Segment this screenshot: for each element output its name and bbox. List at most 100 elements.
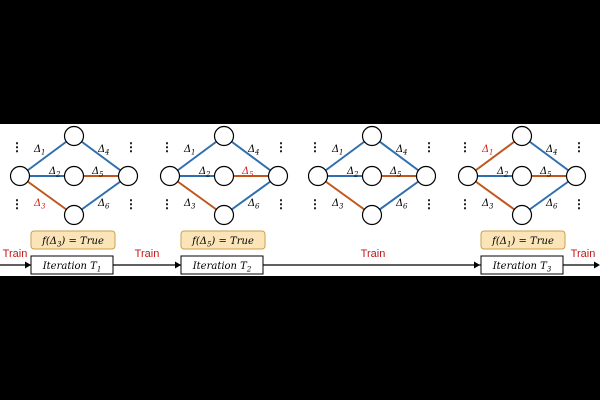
edge-delta-4: [73, 135, 129, 177]
node-right: [267, 165, 289, 187]
ellipsis-icon: ⋮: [11, 197, 23, 211]
condition-box-1: f(Δ3) = True: [30, 230, 116, 250]
ellipsis-icon: ⋮: [459, 197, 471, 211]
edge-label-subscript: 6: [255, 203, 260, 211]
ellipsis-icon: ⋮: [11, 140, 23, 154]
edge-delta-1: [467, 135, 523, 177]
edge-label-delta-6: Δ: [97, 198, 105, 209]
node-left: [9, 165, 31, 187]
edge-label-subscript: 3: [191, 203, 196, 211]
arrowhead-icon: [25, 261, 31, 269]
edge-label-subscript: 5: [99, 171, 104, 179]
edge-delta-4: [521, 135, 577, 177]
node-right: [415, 165, 437, 187]
ellipsis-icon: ⋮: [309, 140, 321, 154]
edge-label-delta-2: Δ: [198, 166, 206, 177]
edge-label-subscript: 3: [41, 203, 46, 211]
edge-label-delta-1: Δ: [331, 144, 339, 155]
edge-label-subscript: 4: [552, 149, 557, 157]
node-top: [63, 125, 85, 147]
train-label: Train: [135, 248, 160, 260]
edge-label-subscript: 2: [353, 171, 359, 179]
ellipsis-icon: ⋮: [161, 140, 173, 154]
edge-delta-3: [467, 175, 523, 216]
condition-box-2: f(Δ5) = True: [180, 230, 266, 250]
node-top: [213, 125, 235, 147]
train-label: Train: [571, 248, 596, 260]
edge-label-delta-6: Δ: [545, 198, 553, 209]
edge-delta-3: [19, 175, 75, 216]
edge-label-delta-6: Δ: [395, 198, 403, 209]
edge-label-delta-3: Δ: [33, 198, 41, 209]
ellipsis-icon: ⋮: [125, 197, 137, 211]
condition-box-3: f(Δ1) = True: [480, 230, 566, 250]
train-label: Train: [361, 248, 386, 260]
edge-label-delta-3: Δ: [481, 198, 489, 209]
edge-label-subscript: 4: [104, 149, 109, 157]
edge-delta-4: [223, 135, 279, 177]
edge-delta-6: [223, 175, 279, 216]
node-left: [457, 165, 479, 187]
ellipsis-icon: ⋮: [423, 140, 435, 154]
ellipsis-icon: ⋮: [161, 197, 173, 211]
node-right: [117, 165, 139, 187]
edge-label-subscript: 4: [402, 149, 407, 157]
edge-delta-4: [371, 135, 427, 177]
edge-label-subscript: 5: [249, 171, 254, 179]
node-bottom: [63, 204, 85, 226]
edge-label-delta-2: Δ: [346, 166, 354, 177]
condition-text: f(Δ5) = True: [191, 236, 254, 249]
ellipsis-icon: ⋮: [423, 197, 435, 211]
iteration-box-3: Iteration T3: [480, 255, 564, 275]
iteration-box-2: Iteration T2: [180, 255, 264, 275]
node-bottom: [511, 204, 533, 226]
node-middle: [63, 165, 85, 187]
condition-box-bg: [180, 230, 266, 250]
edge-label-delta-3: Δ: [183, 198, 191, 209]
edge-label-delta-4: Δ: [545, 144, 553, 155]
edge-label-subscript: 6: [403, 203, 408, 211]
edge-delta-6: [521, 175, 577, 216]
iteration-box-bg: [480, 255, 564, 275]
edge-delta-3: [317, 175, 373, 216]
condition-text: f(Δ1) = True: [491, 236, 554, 249]
edge-delta-1: [317, 135, 373, 177]
node-left: [159, 165, 181, 187]
condition-text: f(Δ3) = True: [41, 236, 104, 249]
edge-label-delta-1: Δ: [183, 144, 191, 155]
edge-label-delta-1: Δ: [481, 144, 489, 155]
ellipsis-icon: ⋮: [275, 197, 287, 211]
ellipsis-icon: ⋮: [573, 140, 585, 154]
iteration-text: Iteration T3: [492, 261, 552, 274]
edge-label-delta-5: Δ: [91, 166, 99, 177]
edge-delta-6: [371, 175, 427, 216]
arrowhead-icon: [474, 261, 480, 269]
edge-label-subscript: 1: [489, 149, 493, 157]
edge-label-subscript: 2: [205, 171, 211, 179]
edge-label-subscript: 3: [339, 203, 344, 211]
edge-label-delta-1: Δ: [33, 144, 41, 155]
arrowhead-icon: [594, 261, 600, 269]
edge-delta-1: [169, 135, 225, 177]
ellipsis-icon: ⋮: [459, 140, 471, 154]
train-label: Train: [3, 248, 28, 260]
edge-label-delta-2: Δ: [496, 166, 504, 177]
edge-label-subscript: 6: [553, 203, 558, 211]
iteration-box-bg: [180, 255, 264, 275]
edge-label-subscript: 1: [339, 149, 343, 157]
edge-delta-6: [73, 175, 129, 216]
node-top: [511, 125, 533, 147]
edge-label-delta-5: Δ: [241, 166, 249, 177]
edge-delta-3: [169, 175, 225, 216]
edge-label-subscript: 2: [503, 171, 509, 179]
edge-label-subscript: 6: [105, 203, 110, 211]
node-middle: [361, 165, 383, 187]
ellipsis-icon: ⋮: [309, 197, 321, 211]
node-bottom: [213, 204, 235, 226]
edge-label-subscript: 2: [55, 171, 61, 179]
iteration-text: Iteration T2: [192, 261, 252, 274]
node-middle: [511, 165, 533, 187]
